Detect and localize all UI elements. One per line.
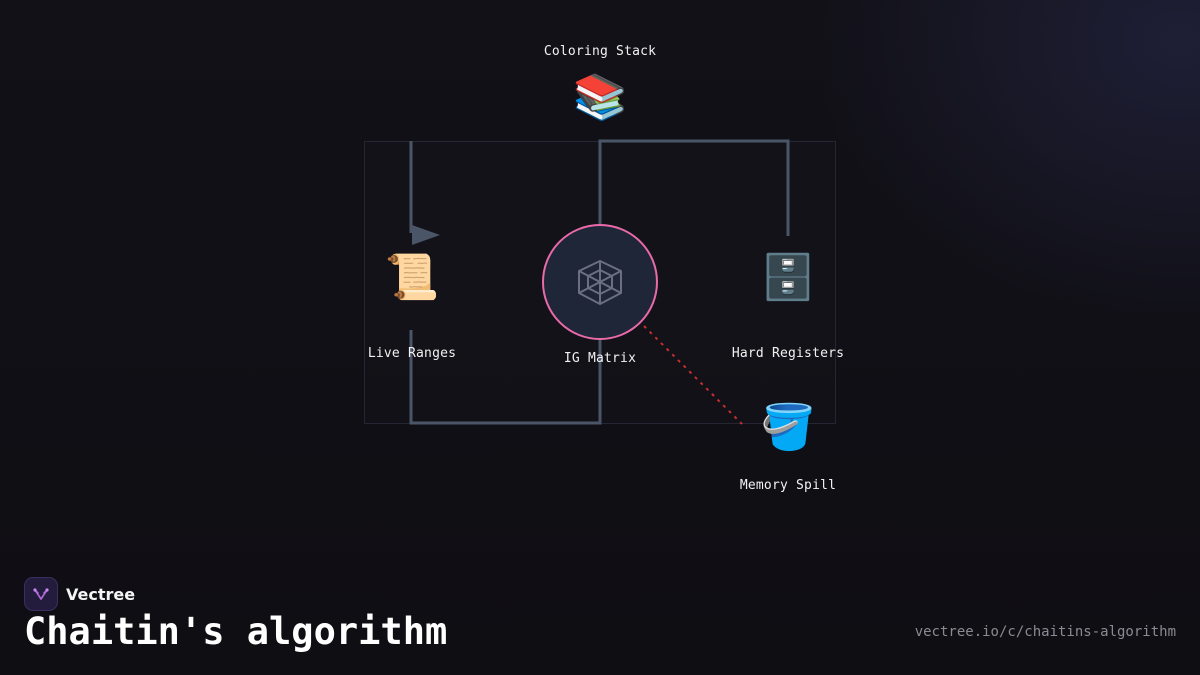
web-icon [578,260,622,305]
bucket-icon[interactable]: 🪣 [760,402,816,453]
books-icon[interactable]: 📚 [572,72,628,123]
live-ranges-label: Live Ranges [367,346,457,361]
hard-registers-label: Hard Registers [731,346,845,361]
vectree-logo-icon [24,577,58,611]
memory-spill-label: Memory Spill [739,478,837,493]
coloring-stack-label: Coloring Stack [543,44,657,59]
page-title: Chaitin's algorithm [24,610,448,653]
connector-hub-to-hard-registers [598,139,790,236]
arrowhead [412,225,440,245]
scroll-icon[interactable]: 📜 [384,252,440,303]
ig-matrix-label: IG Matrix [563,351,637,366]
file-cabinet-icon[interactable]: 🗄️ [760,252,816,303]
connectors [409,139,790,425]
page-url[interactable]: vectree.io/c/chaitins-algorithm [914,624,1176,640]
brand[interactable]: Vectree [24,577,135,611]
brand-name: Vectree [66,584,136,604]
connector-live-ranges-to-hub [409,330,602,425]
